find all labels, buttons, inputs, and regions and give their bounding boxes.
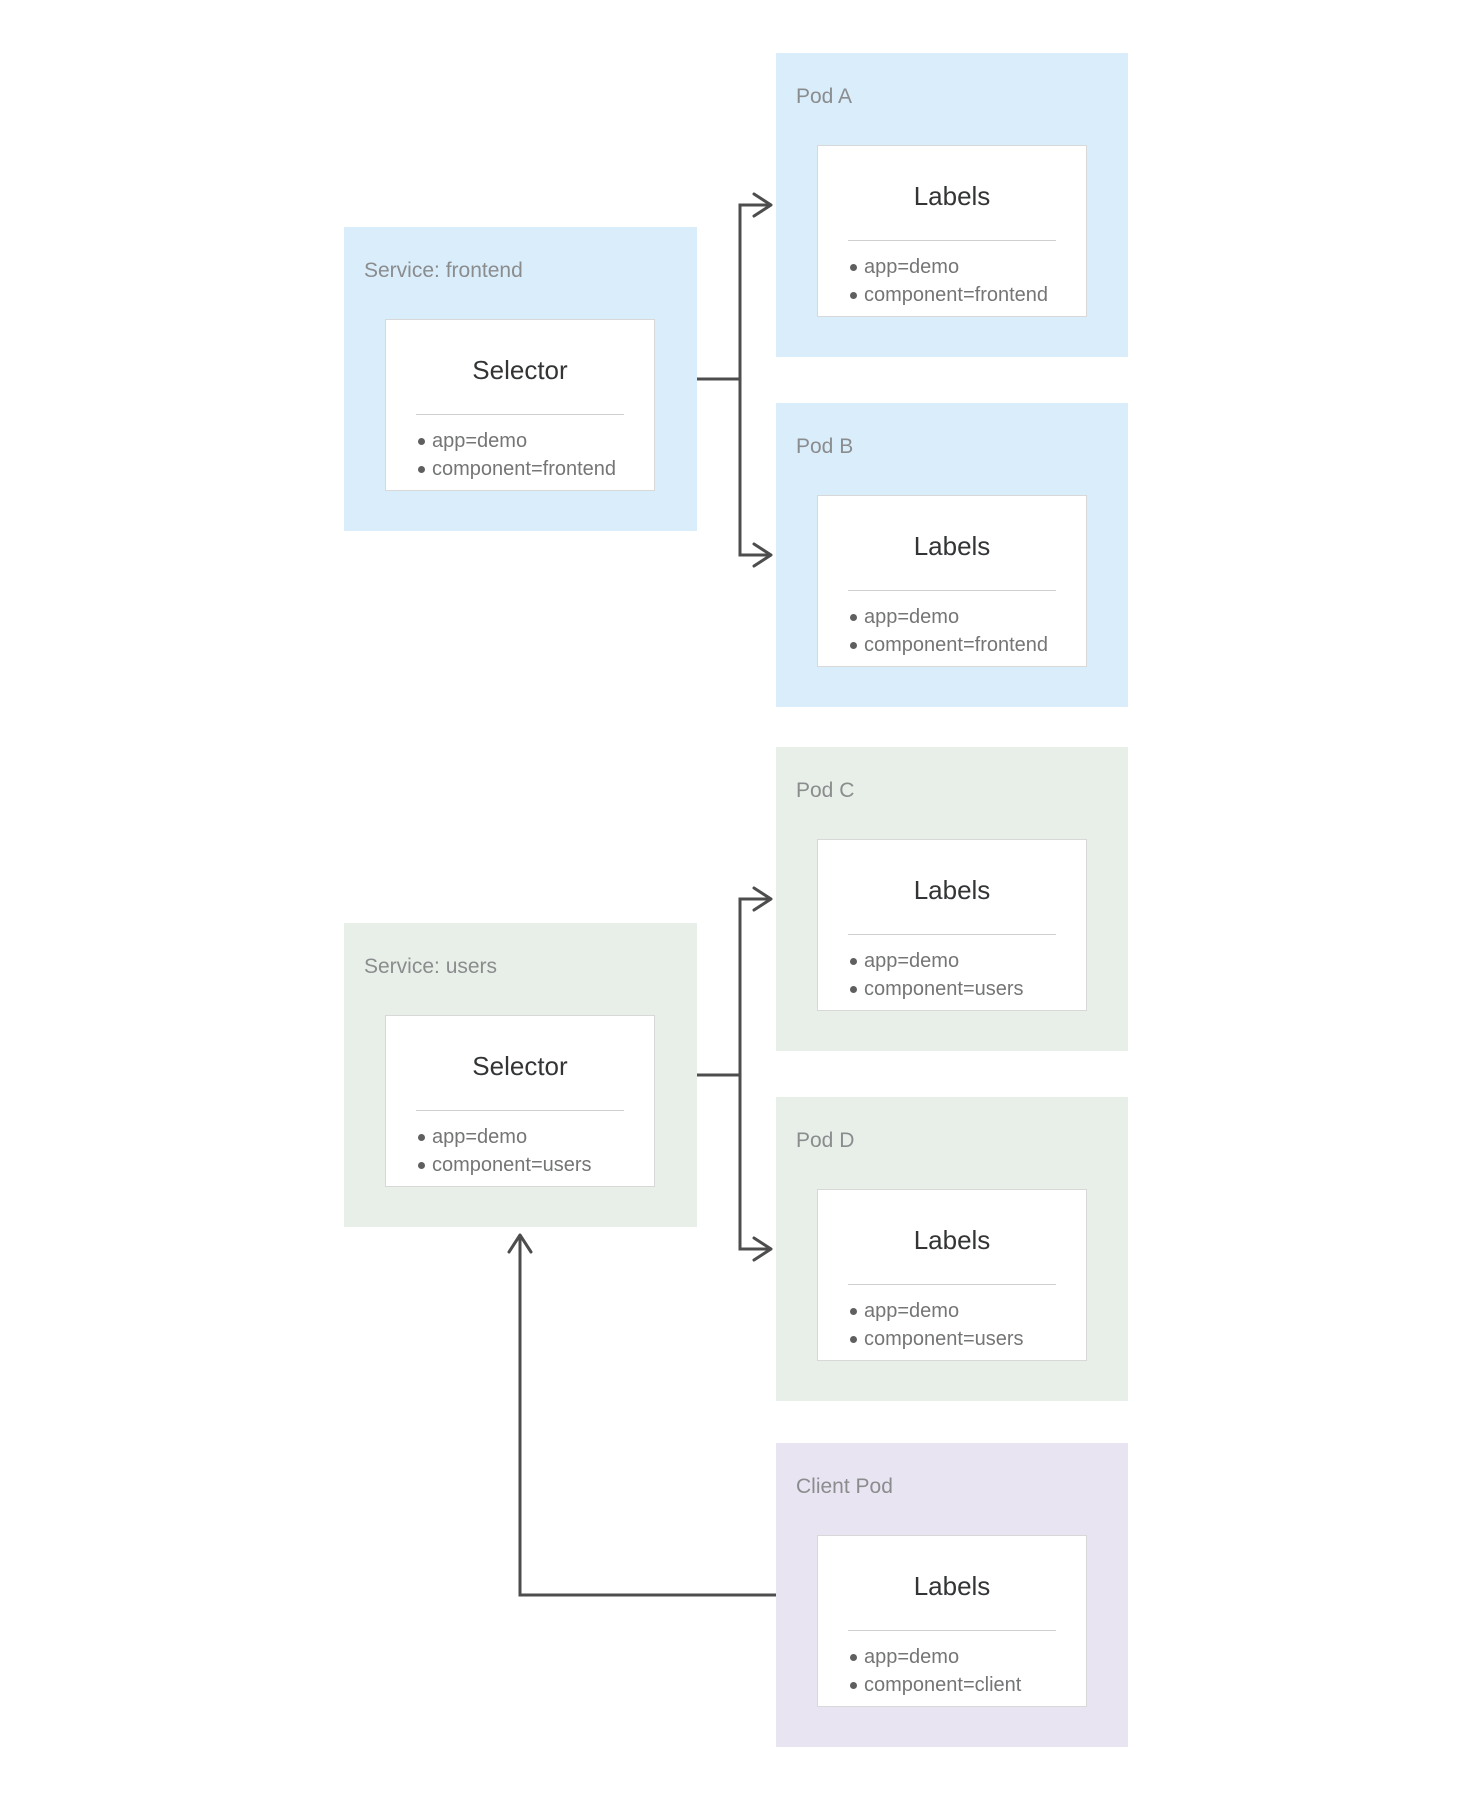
- labels-card: Labels app=demo component=frontend: [817, 495, 1087, 667]
- labels-card: Labels app=demo component=client: [817, 1535, 1087, 1707]
- label-list: app=demo component=users: [818, 1297, 1086, 1353]
- label-item: component=frontend: [850, 281, 1086, 309]
- label-item: app=demo: [850, 1643, 1086, 1671]
- card-heading: Labels: [913, 875, 991, 905]
- arrow-client-to-service-users: [507, 1233, 776, 1597]
- divider: [848, 1630, 1056, 1631]
- arrow-frontend-to-pod-a: [738, 192, 773, 555]
- box-title: Pod D: [796, 1129, 855, 1152]
- box-title: Service: frontend: [364, 259, 523, 282]
- selector-card: Selector app=demo component=users: [385, 1015, 655, 1187]
- service-frontend-box: Service: frontend Selector app=demo comp…: [344, 227, 697, 531]
- divider: [416, 414, 624, 415]
- labels-card: Labels app=demo component=frontend: [817, 145, 1087, 317]
- pod-a-box: Pod A Labels app=demo component=frontend: [776, 53, 1128, 357]
- pod-c-box: Pod C Labels app=demo component=users: [776, 747, 1128, 1051]
- label-list: app=demo component=users: [386, 1123, 654, 1179]
- label-item: component=client: [850, 1671, 1086, 1699]
- label-list: app=demo component=frontend: [386, 427, 654, 483]
- label-item: app=demo: [418, 427, 654, 455]
- label-item: component=frontend: [418, 455, 654, 483]
- label-item: app=demo: [850, 1297, 1086, 1325]
- label-item: app=demo: [850, 603, 1086, 631]
- label-item: component=users: [418, 1151, 654, 1179]
- label-item: app=demo: [850, 947, 1086, 975]
- selector-card: Selector app=demo component=frontend: [385, 319, 655, 491]
- card-heading: Labels: [913, 1571, 991, 1601]
- divider: [848, 590, 1056, 591]
- label-list: app=demo component=users: [818, 947, 1086, 1003]
- label-list: app=demo component=client: [818, 1643, 1086, 1699]
- card-heading: Labels: [913, 531, 991, 561]
- card-heading: Selector: [472, 1051, 568, 1081]
- box-title: Pod C: [796, 779, 855, 802]
- label-list: app=demo component=frontend: [818, 253, 1086, 309]
- card-heading: Labels: [913, 1225, 991, 1255]
- divider: [848, 1284, 1056, 1285]
- card-heading: Selector: [472, 355, 568, 385]
- labels-card: Labels app=demo component=users: [817, 839, 1087, 1011]
- label-item: component=frontend: [850, 631, 1086, 659]
- box-title: Pod B: [796, 435, 854, 458]
- arrow-users-to-pod-c: [738, 886, 773, 1249]
- label-item: component=users: [850, 1325, 1086, 1353]
- pod-d-box: Pod D Labels app=demo component=users: [776, 1097, 1128, 1401]
- box-title: Service: users: [364, 955, 498, 978]
- service-users-box: Service: users Selector app=demo compone…: [344, 923, 697, 1227]
- label-item: app=demo: [850, 253, 1086, 281]
- client-pod-box: Client Pod Labels app=demo component=cli…: [776, 1443, 1128, 1747]
- label-item: component=users: [850, 975, 1086, 1003]
- divider: [848, 240, 1056, 241]
- pod-b-box: Pod B Labels app=demo component=frontend: [776, 403, 1128, 707]
- card-heading: Labels: [913, 181, 991, 211]
- labels-card: Labels app=demo component=users: [817, 1189, 1087, 1361]
- label-list: app=demo component=frontend: [818, 603, 1086, 659]
- box-title: Pod A: [796, 85, 853, 108]
- label-item: app=demo: [418, 1123, 654, 1151]
- divider: [848, 934, 1056, 935]
- divider: [416, 1110, 624, 1111]
- box-title: Client Pod: [796, 1475, 893, 1498]
